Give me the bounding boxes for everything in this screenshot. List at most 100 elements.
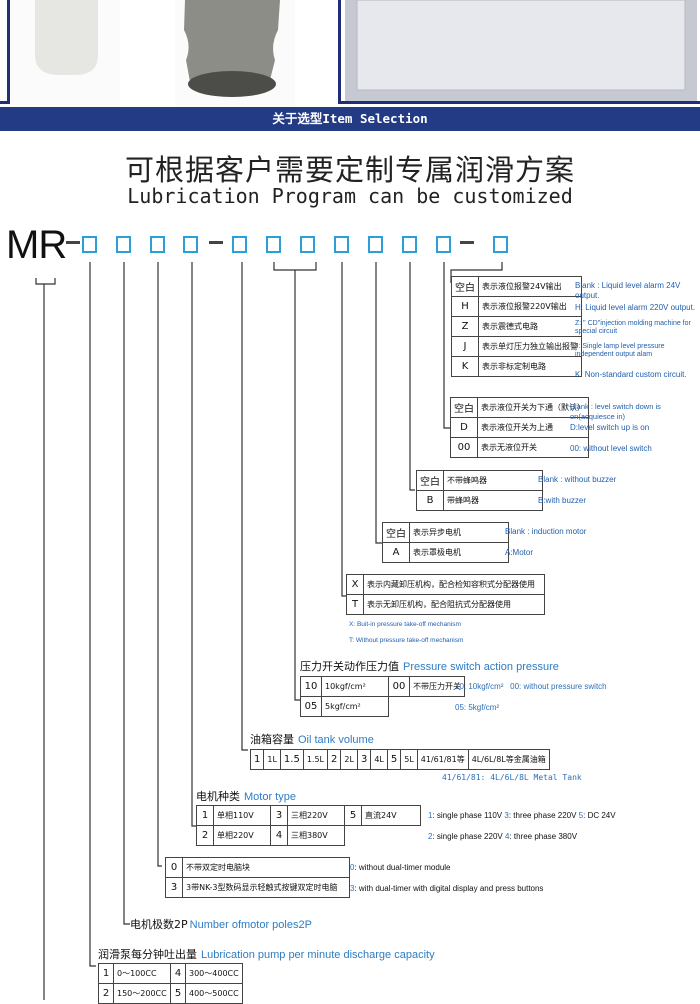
- option-en: H: Liquid level alarm 220V output.: [575, 303, 696, 312]
- table-row: 空白表示异步电机: [382, 522, 509, 543]
- tank-table: 1 1L 1.5 1.5L 2 2L 3 4L 5 5L 41/61/81等 4…: [249, 749, 550, 770]
- table-row: 2 150～200CC 5 400～500CC: [98, 983, 243, 1004]
- option-value: 单相220V: [213, 825, 271, 846]
- option-code: 空白: [416, 470, 444, 491]
- option-value: 400～500CC: [185, 983, 243, 1004]
- option-code: 0: [165, 857, 183, 878]
- option-cn: 表示液位开关为下通（默认）: [477, 397, 589, 418]
- option-value: 三相220V: [287, 805, 345, 826]
- option-value: 三相380V: [287, 825, 345, 846]
- option-value: 300～400CC: [185, 963, 243, 984]
- table-row: 1 单相110V 3 三相220V 5 直流24V: [196, 805, 421, 826]
- option-code: 3: [165, 877, 183, 898]
- option-cn: 表示罩极电机: [409, 542, 509, 563]
- table-row: 空白表示液位报警24V输出: [451, 276, 582, 297]
- page-subtitle: Lubrication Program can be customized: [127, 184, 573, 208]
- table-row: 空白表示液位开关为下通（默认）: [450, 397, 589, 418]
- heading-cn: 电机种类: [196, 790, 240, 803]
- option-code: J: [451, 336, 479, 357]
- code-box: [300, 236, 315, 253]
- option-code: 1.5: [279, 749, 304, 770]
- option-en: Blank : level switch down is on(acquiesc…: [570, 402, 661, 421]
- motor-type-note: 2: single phase 220V 4: three phase 380V: [428, 832, 577, 841]
- heading-cn: 电机极数2P: [130, 918, 188, 931]
- pressure-switch-table: 10 10kgf/cm² 00 不带压力开关 05 5kgf/cm²: [300, 676, 465, 717]
- option-value: 单相110V: [213, 805, 271, 826]
- option-code: 4: [270, 825, 288, 846]
- option-value: 10kgf/cm²: [321, 676, 389, 697]
- note-value: 4L/6L/8L Metal Tank: [490, 773, 582, 782]
- code-box: [232, 236, 247, 253]
- option-code: 空白: [451, 276, 479, 297]
- note-value: : three phase 380V: [509, 832, 578, 841]
- table-row: 2 单相220V 4 三相380V: [196, 825, 421, 846]
- option-code: D: [450, 417, 478, 438]
- note-value: : single phase 220V: [432, 832, 503, 841]
- option-code: 2: [327, 749, 342, 770]
- option-value: 1L: [263, 749, 281, 770]
- option-cn: 表示非标定制电路: [478, 356, 582, 377]
- option-code: 3: [356, 749, 372, 770]
- option-en: Z: " CD"injection molding machine for sp…: [575, 320, 691, 335]
- code-dash: [209, 241, 223, 244]
- option-cn: 带蜂鸣器: [443, 490, 543, 511]
- option-code: 2: [98, 983, 114, 1004]
- pressure-switch-note: 10: 10kgf/cm² 00: without pressure switc…: [455, 682, 607, 691]
- option-value: 直流24V: [361, 805, 421, 826]
- table-row: 1 1L 1.5 1.5L 2 2L 3 4L 5 5L 41/61/81等 4…: [249, 749, 550, 770]
- option-code: 空白: [450, 397, 478, 418]
- section-banner: 关于选型Item Selection: [0, 107, 700, 131]
- motor-type-note: 1: single phase 110V 3: three phase 220V…: [428, 811, 616, 820]
- note-key: 3: [504, 811, 509, 820]
- heading-en: Oil tank volume: [298, 734, 374, 746]
- option-code: 1: [196, 805, 214, 826]
- option-cn: 不带双定时电脑块: [182, 857, 350, 878]
- note-value: : three phase 220V: [508, 811, 577, 820]
- option-code: A: [382, 542, 410, 563]
- option-code: 空白: [382, 522, 410, 543]
- option-en: X: Buit-in pressure take-off mechanism: [349, 621, 461, 628]
- option-value: 5L: [400, 749, 418, 770]
- code-dash: [66, 241, 80, 244]
- tank-heading: 油箱容量 Oil tank volume: [250, 731, 374, 747]
- code-box: [436, 236, 451, 253]
- note-key: 1: [428, 811, 433, 820]
- option-cn: 表示单灯压力独立输出报警: [478, 336, 582, 357]
- table-row: 10 10kgf/cm² 00 不带压力开关: [300, 676, 465, 697]
- option-code: 5: [170, 983, 186, 1004]
- heading-en: Lubrication pump per minute discharge ca…: [201, 949, 435, 961]
- option-cn: 表示震德式电路: [478, 316, 582, 337]
- code-box: [82, 236, 97, 253]
- option-cn: 表示异步电机: [409, 522, 509, 543]
- option-code: 00: [388, 676, 410, 697]
- heading-cn: 润滑泵每分钟吐出量: [98, 948, 197, 961]
- option-en: D:level switch up is on: [570, 423, 650, 432]
- option-code: B: [416, 490, 444, 511]
- product-photo-strip: [0, 0, 700, 107]
- table-row: 1 0～100CC 4 300～400CC: [98, 963, 243, 984]
- option-en: K: Non-standard custom circuit.: [575, 370, 687, 379]
- option-value: 1.5L: [302, 749, 329, 770]
- option-cn: 表示液位报警24V输出: [478, 276, 582, 297]
- option-code: 41/61/81等: [416, 749, 469, 770]
- timer-note: 3: with dual-timer with digital display …: [350, 884, 543, 893]
- code-box: [493, 236, 508, 253]
- option-code: K: [451, 356, 479, 377]
- timer-note: 0: without dual-timer module: [350, 863, 451, 872]
- photo-frame: [338, 0, 700, 104]
- option-code: Z: [451, 316, 479, 337]
- heading-cn: 油箱容量: [250, 733, 294, 746]
- code-box: [150, 236, 165, 253]
- pump-heading: 润滑泵每分钟吐出量 Lubrication pump per minute dis…: [98, 946, 435, 962]
